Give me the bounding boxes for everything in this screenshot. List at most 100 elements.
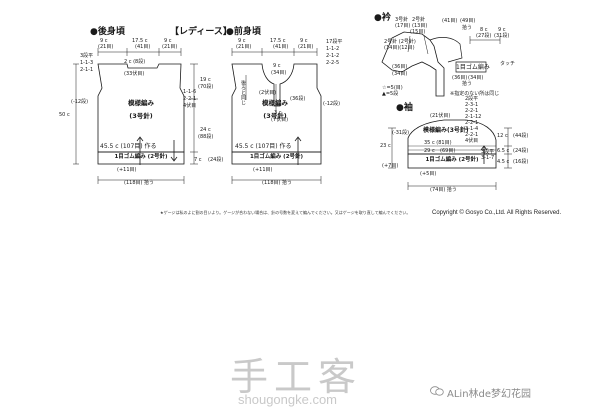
front-slit-stitches: (7伏目) (271, 117, 289, 123)
collar-label-27rows: (27段) (476, 33, 492, 39)
front-slit-rows: (36段) (290, 96, 306, 102)
sleeve-right-rule-2: 3-1-7 (481, 155, 495, 161)
collar-label-touch: タッチ (500, 61, 516, 67)
back-body-outline (97, 63, 185, 153)
front-neck-stitches: (41目) (273, 44, 289, 50)
back-arm-rule-3: 4伏目 (183, 103, 197, 109)
sleeve-dim3: 4.5 c (497, 159, 510, 165)
back-shoulder-stitches: (21目) (98, 44, 114, 50)
back-tag: 【レディース】 (170, 27, 232, 37)
collar-title: ●衿 (374, 13, 391, 23)
back-total-rows: (-12段) (71, 99, 89, 105)
wechat-icon (430, 386, 444, 396)
sleeve-dim2: 6.5 c (497, 148, 510, 154)
back-arm-rule-2: 2-2-1 (183, 96, 197, 102)
front-rib-label: 1目ゴム編み (2号針) (249, 154, 304, 160)
collar-rib-label: 1目ゴム編み (456, 64, 490, 71)
sleeve-rule-4: 2-1-12 (465, 114, 482, 120)
collar-label-36b: (36目) (452, 75, 468, 81)
front-shoulder-rule-1: 17段平 (326, 39, 343, 45)
front-body-outline (231, 63, 322, 153)
collar-note: ※指定のない所は同じ (450, 91, 500, 97)
collar-label-9c: 9 c (498, 27, 506, 33)
front-shoulder-width: 9 c (238, 38, 246, 44)
collar-label-pickup-b: 拾う (462, 81, 473, 87)
sleeve-dim2-rows: (24段) (513, 148, 529, 154)
back-shoulder-stitches-right: (21目) (162, 44, 178, 50)
back-total-height: 50 c (59, 112, 70, 118)
collar-outline (381, 31, 445, 97)
sleeve-rule-5: 2-2-1 (465, 120, 479, 126)
back-body-rows: (88段) (198, 134, 214, 140)
front-slit-bind: (2伏目) (259, 90, 277, 96)
front-neck-width: 17.5 c (270, 38, 286, 44)
watermark-account: ALin林de梦幻花园 (447, 389, 532, 400)
back-title: ●後身頃 (90, 27, 125, 37)
back-needle-size: (3号針) (129, 112, 153, 121)
back-rib-height: 7 c (194, 157, 202, 163)
back-pattern-name: 模様編み (128, 99, 154, 107)
back-neck-bind: (33伏目) (124, 71, 145, 77)
sleeve-left-increase: (+7目) (382, 163, 399, 169)
back-shoulder-rule-1: 3段平 (80, 53, 94, 59)
sleeve-rule-2: 2-3-1 (465, 102, 479, 108)
front-title: ●前身頃 (226, 27, 261, 37)
collar-label-needle3: 3号針 (395, 17, 409, 23)
sleeve-title: ●袖 (396, 103, 413, 113)
sleeve-needle: (3号針) (447, 127, 469, 134)
back-shoulder-width: 9 c (100, 38, 108, 44)
collar-label-34b: (34目) (468, 75, 484, 81)
gauge-footnote: ★ゲージは私のよに割の目いより。ゲージが合わない場合は、針の号数を変えて編んでく… (160, 210, 411, 215)
front-cast-on: 45.5 c (107目) 作る (235, 143, 292, 150)
front-shoulder-stitches-right: (21目) (298, 44, 314, 50)
sleeve-increase: (+5目) (420, 171, 437, 177)
front-side-label: 後ろと同じ (240, 80, 246, 105)
front-slit-width: 3 c (274, 110, 282, 116)
collar-label-34: (34目) (392, 71, 408, 77)
front-bottom-pickup: (118目) 拾う (262, 180, 293, 186)
sleeve-rule-7: 2-2-1 (465, 132, 479, 138)
sleeve-dim1-rows: (44段) (513, 133, 529, 139)
watermark-brand: 手工客 (230, 355, 363, 399)
front-shoulder-width-right: 9 c (300, 38, 308, 44)
back-neck-stitches: (41目) (135, 44, 151, 50)
collar-label-17: (17目) (395, 23, 411, 29)
back-shoulder-width-right: 9 c (164, 38, 172, 44)
front-shoulder-rule-4: 2-2-5 (326, 60, 340, 66)
sleeve-left-rows: (-31段) (392, 130, 410, 136)
front-shoulder-rule-3: 2-1-2 (326, 53, 340, 59)
sleeve-dim3-rows: (16段) (513, 159, 529, 165)
back-armhole-rows: (70段) (198, 84, 214, 90)
front-total-rows: (-12段) (323, 101, 341, 107)
collar-label-41: (41目) (442, 18, 458, 24)
sleeve-outline (407, 119, 497, 155)
sleeve-right-rule-1: 3段平 (481, 149, 495, 155)
sleeve-pattern: 模様編み (423, 127, 448, 134)
sleeve-top-label: (21伏目) (430, 113, 451, 119)
back-rib-rows: (24段) (208, 157, 224, 163)
back-increase: (+11目) (117, 167, 137, 173)
collar-label-49: (49目) (460, 18, 476, 24)
sleeve-width: 35 c (81目) (424, 140, 452, 146)
front-increase: (+11目) (253, 167, 273, 173)
collar-label-36: (36目) (392, 64, 408, 70)
back-arm-rule-1: 1-1-6 (183, 89, 197, 95)
front-rib-band (231, 151, 322, 165)
back-bottom-pickup: (118目) 拾う (124, 180, 155, 186)
back-cast-on: 45.5 c (107目) 作る (100, 143, 157, 150)
sleeve-bottom-pickup: (74目) 拾う (430, 187, 457, 193)
back-neck-width: 17.5 c (132, 38, 148, 44)
back-shoulder-rule-2: 1-1-3 (80, 60, 94, 66)
collar-label-needle2: 2号針 (412, 17, 426, 23)
collar-label-13: (13目) (412, 23, 428, 29)
sleeve-rule-6: 2-1-4 (465, 126, 479, 132)
collar-label-31rows: (31段) (494, 33, 510, 39)
front-neck-mid-width: 9 c (273, 63, 281, 69)
sleeve-rule-1: 2段平 (465, 96, 479, 102)
front-pattern-label: 模様編み (3号針) (250, 99, 300, 121)
back-pattern-label: 模様編み (3号針) (116, 99, 166, 121)
sleeve-rule-8: 4伏目 (465, 138, 479, 144)
front-needle-size: (3号針) (263, 112, 287, 121)
collar-label-15: (15目) (410, 29, 426, 35)
